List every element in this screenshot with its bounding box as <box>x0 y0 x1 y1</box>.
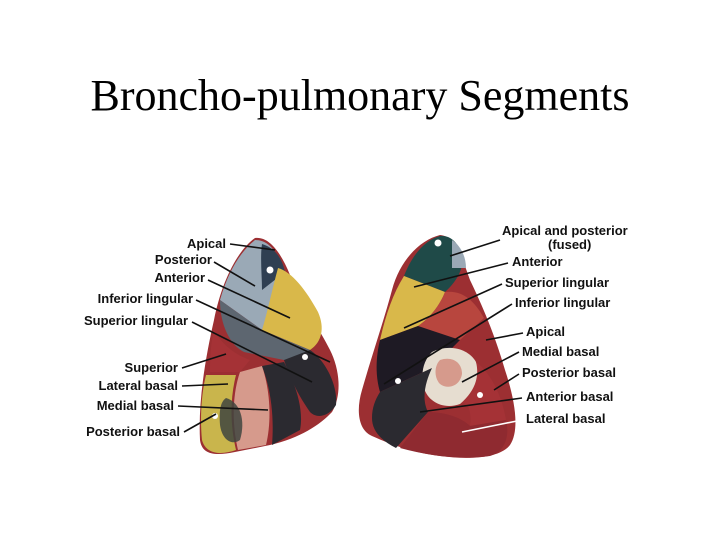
left-marker-dot <box>302 354 308 360</box>
left-lung <box>200 238 339 454</box>
label-left-posterior: Posterior <box>155 252 212 267</box>
label-right-medial-basal: Medial basal <box>522 344 599 359</box>
left-marker-dot <box>267 267 274 274</box>
label-right-apical-and-posterior: Apical and posterior <box>502 223 628 238</box>
label-right-anterior: Anterior <box>512 254 563 269</box>
right-marker-dot <box>395 378 401 384</box>
label-right-anterior-basal: Anterior basal <box>526 389 613 404</box>
label-right-posterior-basal: Posterior basal <box>522 365 616 380</box>
label-left-superior-lingular: Superior lingular <box>84 313 188 328</box>
label-left-lateral-basal: Lateral basal <box>99 378 179 393</box>
label-right-inferior-lingular: Inferior lingular <box>515 295 610 310</box>
label-left-apical: Apical <box>187 236 226 251</box>
label-right-fused: (fused) <box>548 237 591 252</box>
label-left-medial-basal: Medial basal <box>97 398 174 413</box>
label-right-apical: Apical <box>526 324 565 339</box>
right-lung <box>359 235 516 458</box>
label-left-superior: Superior <box>125 360 178 375</box>
label-left-inferior-lingular: Inferior lingular <box>98 291 193 306</box>
right-marker-dot <box>477 392 483 398</box>
label-left-posterior-basal: Posterior basal <box>86 424 180 439</box>
label-right-lateral-basal: Lateral basal <box>526 411 606 426</box>
label-right-superior-lingular: Superior lingular <box>505 275 609 290</box>
right-marker-dot <box>435 240 442 247</box>
label-left-anterior: Anterior <box>154 270 205 285</box>
